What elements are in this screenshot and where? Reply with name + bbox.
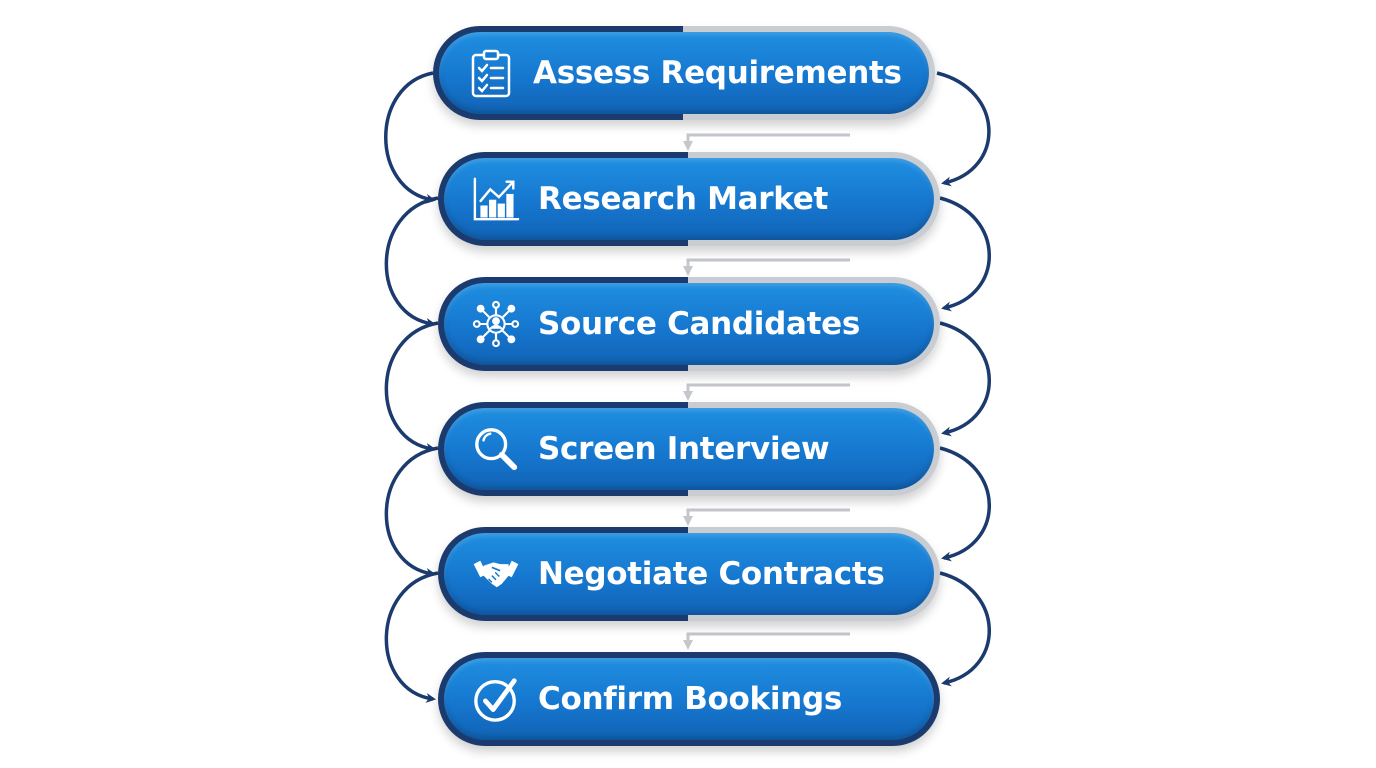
step-label: Screen Interview <box>538 431 830 467</box>
step-source-candidates: Source Candidates <box>438 277 940 371</box>
step-confirm-bookings: Confirm Bookings <box>438 652 940 746</box>
clipboard-checklist-icon <box>467 49 515 98</box>
step-label: Assess Requirements <box>533 55 902 91</box>
bar-chart-trend-icon <box>472 175 520 223</box>
step-negotiate-contracts: Negotiate Contracts <box>438 527 940 621</box>
step-label: Confirm Bookings <box>538 681 842 717</box>
check-circle-icon <box>472 675 520 723</box>
step-label: Research Market <box>538 181 829 217</box>
handshake-icon <box>472 550 520 598</box>
network-person-icon <box>472 300 520 348</box>
step-screen-interview: Screen Interview <box>438 402 940 496</box>
step-research-market: Research Market <box>438 152 940 246</box>
magnifier-icon <box>472 425 520 473</box>
step-label: Source Candidates <box>538 306 861 342</box>
step-assess-requirements: Assess Requirements <box>433 26 935 120</box>
step-label: Negotiate Contracts <box>538 556 885 592</box>
